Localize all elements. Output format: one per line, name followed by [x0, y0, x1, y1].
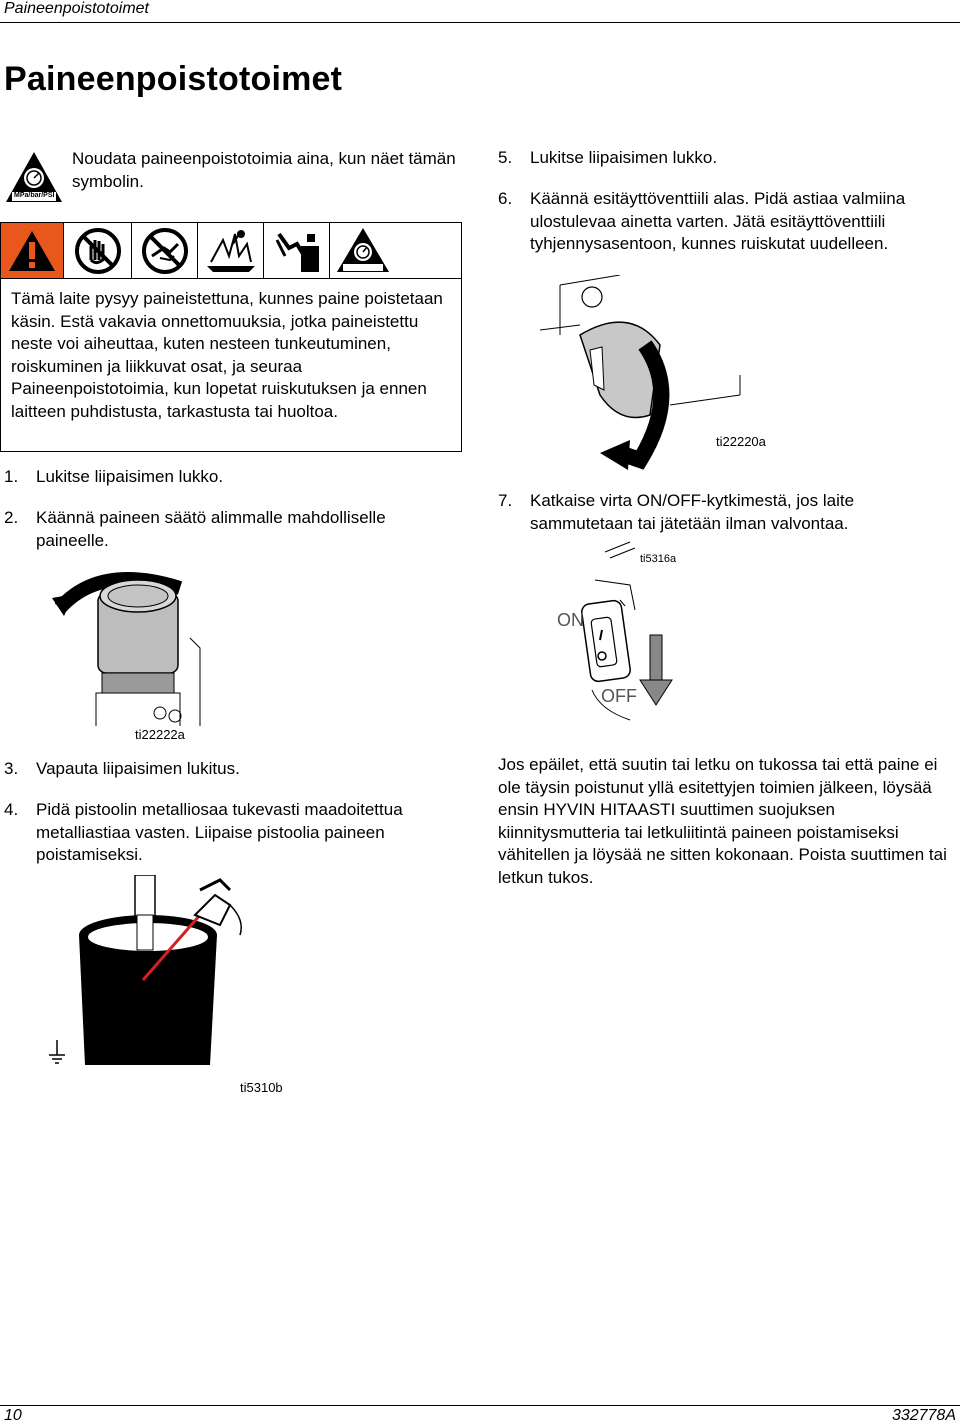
step-text: Käännä paineen säätö alimmalle mahdollis…: [36, 508, 386, 550]
warning-triangle-icon: [1, 223, 63, 279]
figure-label-knob: ti22222a: [135, 727, 185, 742]
step-2: 2. Käännä paineen säätö alimmalle mahdol…: [4, 507, 459, 552]
clog-note: Jos epäilet, että suutin tai letku on tu…: [498, 755, 947, 887]
step-text: Katkaise virta ON/OFF-kytkimestä, jos la…: [530, 491, 855, 533]
step-1: 1. Lukitse liipaisimen lukko.: [4, 466, 459, 489]
pressure-relief-symbol-icon: MPa/bar/PSI: [4, 150, 64, 205]
pressure-knob-figure: [50, 558, 210, 733]
doc-number: 332778A: [891, 1407, 956, 1424]
header-rule: [0, 22, 960, 23]
prime-valve-figure: [539, 274, 770, 475]
step-text: Vapauta liipaisimen lukitus.: [36, 759, 240, 778]
figure-label-bucket: ti5310b: [240, 1080, 283, 1095]
step-number: 3.: [4, 759, 19, 778]
step-5: 5. Lukitse liipaisimen lukko.: [498, 147, 958, 170]
page-number: 10: [4, 1407, 22, 1424]
step-text: Lukitse liipaisimen lukko.: [530, 148, 718, 167]
step-number: 7.: [498, 491, 513, 510]
power-switch-figure: [550, 540, 690, 740]
step-6: 6. Käännä esitäyttöventtiili alas. Pidä …: [498, 188, 958, 256]
warning-icon-strip: [0, 222, 462, 279]
bucket-gun-figure: [45, 874, 285, 1075]
step-4: 4. Pidä pistoolin metalliosaa tukevasti …: [4, 799, 459, 867]
warning-text: Tämä laite pysyy paineistettuna, kunnes …: [11, 289, 443, 421]
running-title: Paineenpoistotoimet: [4, 0, 149, 17]
figure-label-valve: ti22220a: [716, 434, 766, 449]
page-title: Paineenpoistotoimet: [4, 60, 343, 98]
footer-rule: [0, 1405, 960, 1406]
switch-off-label: OFF: [601, 686, 637, 706]
step-3: 3. Vapauta liipaisimen lukitus.: [4, 758, 459, 781]
step-7: 7. Katkaise virta ON/OFF-kytkimestä, jos…: [498, 490, 958, 535]
figure-label-switch: ti5316a: [640, 553, 677, 565]
no-hand-icon: [63, 223, 131, 279]
step-number: 1.: [4, 467, 19, 486]
step-number: 4.: [4, 800, 19, 819]
moving-parts-icon: [263, 223, 329, 279]
warning-box: Tämä laite pysyy paineistettuna, kunnes …: [0, 278, 462, 452]
step-number: 6.: [498, 189, 513, 208]
step-text: Pidä pistoolin metalliosaa tukevasti maa…: [36, 800, 403, 864]
symbol-label: MPa/bar/PSI: [14, 192, 55, 199]
symbol-note: Noudata paineenpoistotoimia aina, kun nä…: [72, 149, 456, 191]
pressure-gauge-icon: [329, 223, 395, 279]
fluid-injection-icon: [197, 223, 263, 279]
step-text: Lukitse liipaisimen lukko.: [36, 467, 224, 486]
step-text: Käännä esitäyttöventtiili alas. Pidä ast…: [530, 189, 906, 253]
step-number: 2.: [4, 508, 19, 527]
switch-on-label: ON: [557, 610, 584, 630]
no-hand-in-spray-icon: [131, 223, 197, 279]
step-number: 5.: [498, 148, 513, 167]
